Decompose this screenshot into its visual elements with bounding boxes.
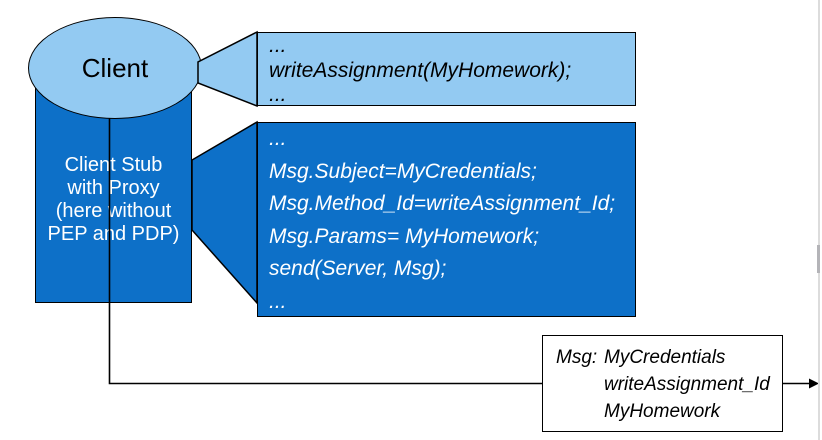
stub-label-line: Client Stub: [64, 154, 163, 176]
code-line: writeAssignment(MyHomework);: [269, 58, 572, 82]
code-line: send(Server, Msg);: [269, 257, 447, 280]
stub-callout-tail: [191, 120, 258, 305]
client-ellipse: Client: [28, 17, 202, 119]
code-line: ...: [269, 83, 287, 106]
stub-label-line: (here without: [55, 200, 172, 222]
code-line: ...: [269, 289, 287, 313]
stub-label-line: PEP and PDP): [47, 223, 180, 245]
client-callout-tail: [197, 30, 258, 108]
code-line: Msg.Subject=MyCredentials;: [269, 159, 537, 183]
message-box-label: Msg:: [556, 347, 598, 368]
code-line: Msg.Method_Id=writeAssignment_Id;: [269, 192, 616, 215]
client-label: Client: [81, 52, 149, 83]
stub-label-line: with Proxy: [67, 177, 160, 199]
message-value: writeAssignment_Id: [604, 374, 770, 395]
message-box-values: MyCredentials writeAssignment_Id MyHomew…: [604, 344, 770, 431]
code-line: ...: [269, 127, 287, 150]
code-line: ...: [269, 34, 287, 57]
scrollbar[interactable]: [818, 0, 820, 440]
scrollbar-thumb[interactable]: [817, 245, 820, 273]
stub-code-callout: ... Msg.Subject=MyCredentials; Msg.Metho…: [257, 122, 636, 317]
message-value: MyHomework: [604, 401, 721, 422]
client-code-callout: ... writeAssignment(MyHomework); ...: [257, 32, 636, 106]
message-box: Msg: MyCredentials writeAssignment_Id My…: [542, 335, 783, 432]
code-line: Msg.Params= MyHomework;: [269, 224, 540, 248]
message-value: MyCredentials: [604, 347, 726, 368]
